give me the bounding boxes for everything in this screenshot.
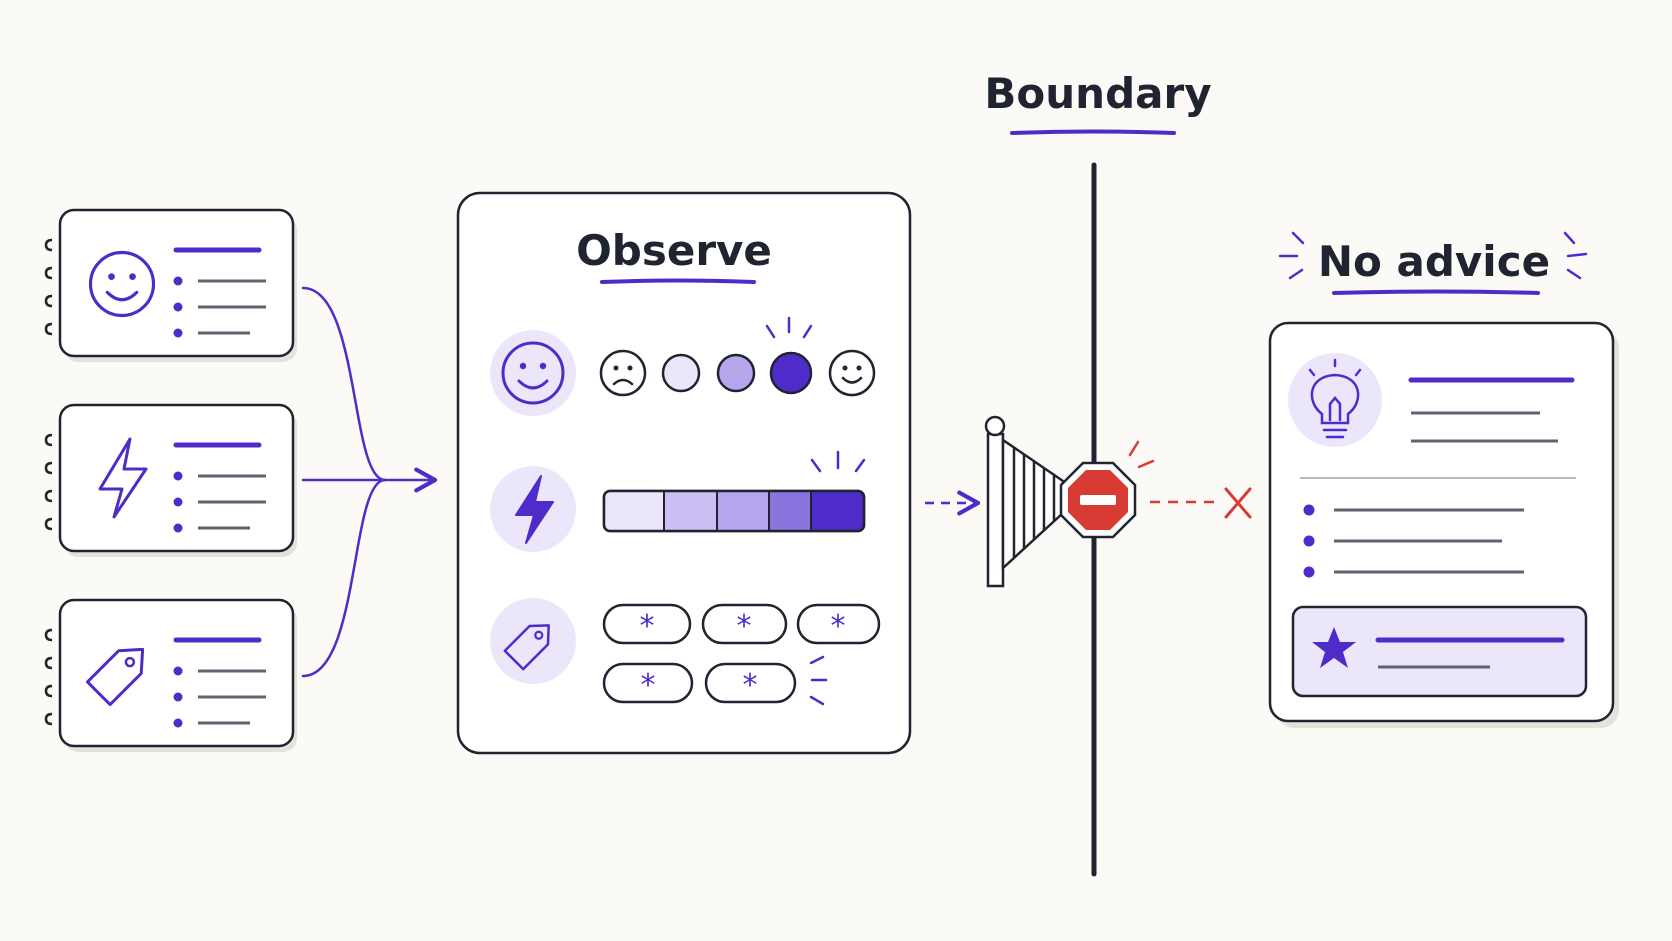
sparkle-icon	[810, 450, 866, 473]
lightbulb-icon	[1308, 358, 1362, 439]
mood-level-1	[661, 353, 701, 393]
svg-text:*: *	[640, 609, 655, 644]
tag-row-badge	[490, 598, 576, 684]
tag-chip: *	[602, 603, 692, 645]
happy-face-icon	[828, 349, 876, 397]
no-advice-underline	[1332, 289, 1540, 295]
lightning-icon	[98, 437, 148, 519]
star-icon	[1312, 627, 1356, 668]
stop-sign-icon	[1059, 461, 1137, 539]
energy-segment-4	[769, 492, 811, 530]
svg-text:*: *	[743, 668, 758, 703]
no-advice-title: No advice	[1318, 237, 1550, 286]
journal-card-energy	[44, 403, 297, 557]
merge-arrows	[301, 286, 438, 678]
gate-icon	[984, 415, 1065, 588]
boundary-title: Boundary	[984, 69, 1211, 118]
tag-chip: *	[796, 603, 881, 645]
tag-icon	[503, 624, 550, 671]
boundary-underline	[1010, 129, 1176, 135]
svg-text:*: *	[831, 609, 846, 644]
journal-card-tag	[44, 598, 297, 752]
tag-icon	[85, 647, 145, 707]
sparkle-icon	[1278, 231, 1588, 280]
journal-card-mood	[44, 208, 297, 362]
notebook-rings	[44, 433, 53, 531]
observe-title: Observe	[576, 226, 772, 275]
mood-scale	[599, 316, 876, 397]
lightning-icon	[515, 475, 554, 544]
energy-segment-1	[605, 492, 664, 530]
notebook-rings	[44, 238, 53, 336]
sparkle-icon	[765, 316, 813, 339]
mood-level-selected	[769, 351, 813, 395]
tag-chip: *	[602, 662, 694, 704]
mood-level-2	[716, 353, 756, 393]
observe-underline	[600, 278, 756, 284]
energy-segment-3	[717, 492, 769, 530]
sparkle-icon	[809, 655, 828, 706]
svg-text:*: *	[641, 668, 656, 703]
svg-text:*: *	[737, 609, 752, 644]
highlight-box	[1291, 605, 1588, 698]
tag-chips: * * * * *	[602, 603, 881, 706]
energy-segment-2	[664, 492, 717, 530]
notebook-rings	[44, 628, 53, 726]
energy-bar	[602, 450, 866, 533]
alert-burst-icon	[1128, 440, 1155, 469]
x-mark-icon	[1224, 487, 1252, 519]
lightbulb-badge	[1288, 353, 1382, 447]
tag-chip: *	[701, 603, 788, 645]
sad-face-icon	[599, 349, 647, 397]
tag-chip: *	[704, 662, 797, 704]
observe-panel: Observe	[456, 191, 912, 755]
advice-card	[1268, 321, 1619, 728]
energy-segment-5	[811, 492, 863, 530]
